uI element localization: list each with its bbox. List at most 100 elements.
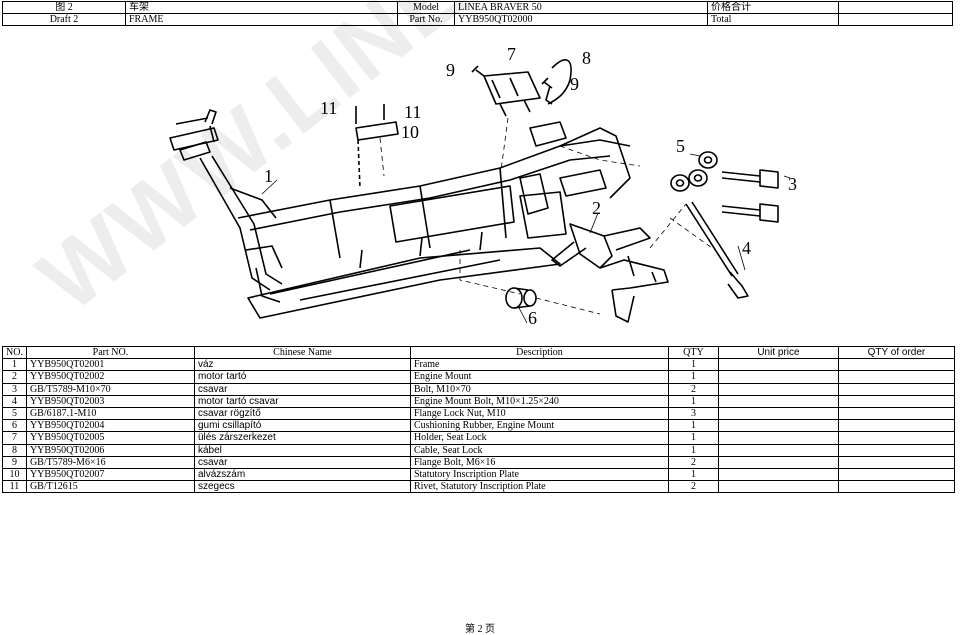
cell-no: 6 xyxy=(2,419,27,433)
cell-unit-price[interactable] xyxy=(717,394,839,408)
callout-9b: 9 xyxy=(570,74,579,94)
cell-part-no: YYB950QT02002 xyxy=(25,370,195,384)
part-no-value: YYB950QT02000 xyxy=(454,13,708,26)
col-header-part-no: Part NO. xyxy=(25,345,195,360)
cell-description: Frame xyxy=(409,358,669,372)
cell-qty: 1 xyxy=(667,467,719,482)
cell-unit-price[interactable] xyxy=(717,480,839,494)
cell-qty-of-order[interactable] xyxy=(837,382,955,396)
cell-unit-price[interactable] xyxy=(717,455,839,469)
cell-unit-price[interactable] xyxy=(717,443,839,457)
callout-6: 6 xyxy=(528,308,537,328)
cell-description: Bolt, M10×70 xyxy=(409,382,669,396)
cell-unit-price[interactable] xyxy=(717,467,839,482)
callout-7: 7 xyxy=(507,44,516,64)
cell-no: 5 xyxy=(2,406,27,421)
cell-qty: 3 xyxy=(667,406,719,421)
cell-qty: 1 xyxy=(667,358,719,372)
cell-unit-price[interactable] xyxy=(717,419,839,433)
cell-qty-of-order[interactable] xyxy=(837,467,955,482)
col-header-description: Description xyxy=(409,345,669,360)
cell-description: Cable, Seat Lock xyxy=(409,443,669,457)
chinese-title: 车架 xyxy=(125,1,398,14)
cell-chinese-name: váz xyxy=(193,358,411,372)
callout-5: 5 xyxy=(676,136,685,156)
callout-1: 1 xyxy=(264,166,273,186)
cell-qty: 2 xyxy=(667,455,719,469)
cell-part-no: YYB950QT02003 xyxy=(25,394,195,408)
cell-unit-price[interactable] xyxy=(717,431,839,445)
cell-qty: 2 xyxy=(667,480,719,494)
cell-chinese-name: motor tartó csavar xyxy=(193,394,411,408)
cell-chinese-name: ülés zárszerkezet xyxy=(193,431,411,445)
cell-chinese-name: motor tartó xyxy=(193,370,411,384)
seat-lock-holder xyxy=(483,71,541,117)
cell-part-no: YYB950QT02006 xyxy=(25,443,195,457)
cell-qty-of-order[interactable] xyxy=(837,419,955,433)
cell-qty: 1 xyxy=(667,431,719,445)
callout-2: 2 xyxy=(592,198,601,218)
head-tube xyxy=(169,109,219,161)
engine-mount xyxy=(551,223,669,323)
cell-unit-price[interactable] xyxy=(717,370,839,384)
callout-3: 3 xyxy=(788,174,797,194)
header-row-2: Draft 2 FRAME Part No. YYB950QT02000 Tot… xyxy=(2,13,953,26)
model-label: Model xyxy=(397,1,455,14)
cell-qty-of-order[interactable] xyxy=(837,358,955,372)
col-header-qty: QTY xyxy=(667,345,719,360)
cell-no: 8 xyxy=(2,443,27,457)
frame-exploded-diagram: 1 2 3 4 5 6 7 8 9 9 10 11 11 xyxy=(169,44,797,328)
part-no-label: Part No. xyxy=(397,13,455,26)
col-header-no: NO. xyxy=(2,345,27,360)
upper-rails xyxy=(237,139,631,259)
cell-qty-of-order[interactable] xyxy=(837,455,955,469)
cell-unit-price[interactable] xyxy=(717,382,839,396)
cell-unit-price[interactable] xyxy=(717,358,839,372)
down-tubes xyxy=(199,155,283,303)
cell-qty-of-order[interactable] xyxy=(837,443,955,457)
cell-qty: 2 xyxy=(667,382,719,396)
callout-10: 10 xyxy=(401,122,419,142)
floor-rails xyxy=(247,231,561,319)
bolts-m10x70 xyxy=(721,169,779,223)
cell-no: 10 xyxy=(2,467,27,482)
cell-qty: 1 xyxy=(667,394,719,408)
cell-description: Flange Lock Nut, M10 xyxy=(409,406,669,421)
price-total-label: 价格合计 xyxy=(707,1,839,14)
cell-qty-of-order[interactable] xyxy=(837,370,955,384)
cell-qty-of-order[interactable] xyxy=(837,480,955,494)
cell-part-no: GB/T5789-M6×16 xyxy=(25,455,195,469)
cell-part-no: GB/6187.1-M10 xyxy=(25,406,195,421)
parts-header-row: NO. Part NO. Chinese Name Description QT… xyxy=(2,345,955,360)
assembly-guide-lines xyxy=(379,117,713,315)
callout-4: 4 xyxy=(742,238,751,258)
cushion-rubber xyxy=(505,287,537,309)
cell-chinese-name: kábel xyxy=(193,443,411,457)
cell-description: Holder, Seat Lock xyxy=(409,431,669,445)
col-header-chinese-name: Chinese Name xyxy=(193,345,411,360)
cell-chinese-name: csavar xyxy=(193,382,411,396)
callout-labels: 1 2 3 4 5 6 7 8 9 9 10 11 11 xyxy=(264,44,797,328)
cell-unit-price[interactable] xyxy=(717,406,839,421)
parts-table: NO. Part NO. Chinese Name Description QT… xyxy=(2,345,955,494)
cell-chinese-name: alvázszám xyxy=(193,467,411,482)
callout-11a: 11 xyxy=(320,98,337,118)
cell-qty-of-order[interactable] xyxy=(837,406,955,421)
inscription-plate xyxy=(355,104,399,189)
cell-qty-of-order[interactable] xyxy=(837,394,955,408)
callout-9a: 9 xyxy=(446,60,455,80)
price-total-value xyxy=(838,1,953,14)
cell-chinese-name: szegecs xyxy=(193,480,411,494)
cell-no: 11 xyxy=(2,480,27,494)
flange-lock-nuts xyxy=(670,151,718,192)
total-label: Total xyxy=(707,13,839,26)
cell-qty-of-order[interactable] xyxy=(837,431,955,445)
